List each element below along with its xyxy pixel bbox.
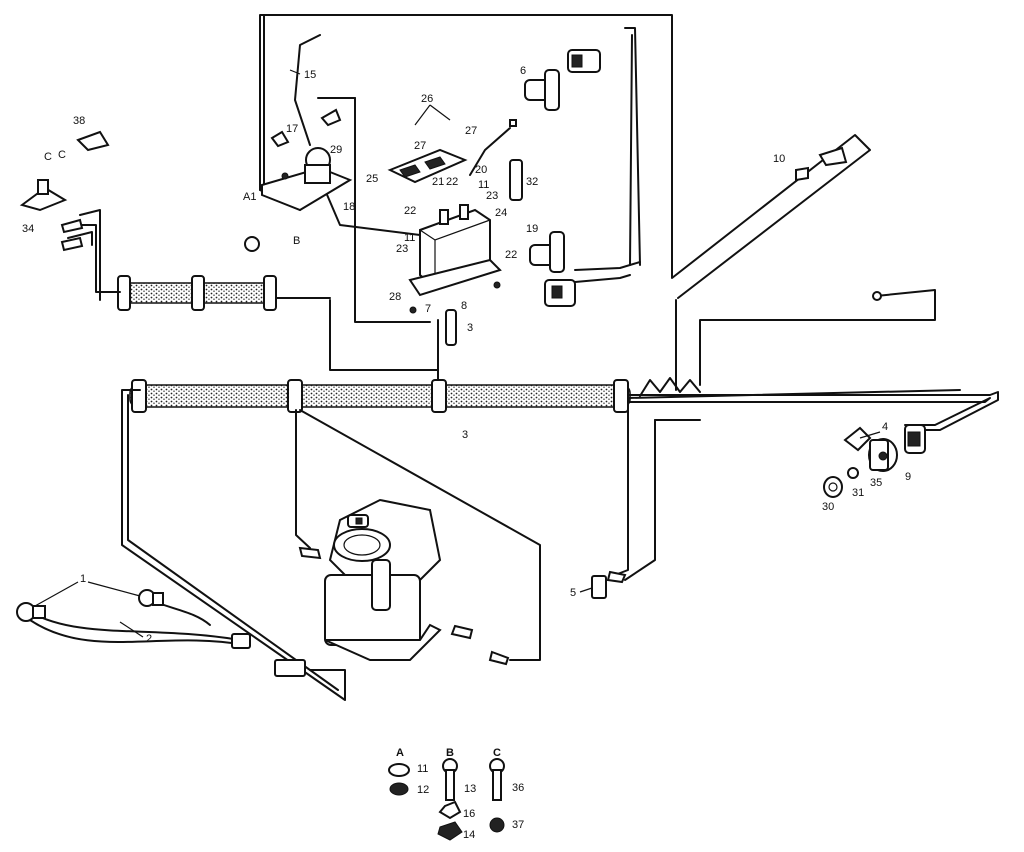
label-11a: 11	[478, 179, 489, 191]
main-harness	[129, 379, 631, 413]
label-9: 9	[905, 471, 911, 483]
label-8: 8	[461, 300, 467, 312]
part-labels: 1 2 3 3 4 5 6 7 8 9 10 11 11 11 12 13 14…	[22, 65, 911, 841]
leader-lines	[34, 69, 881, 638]
label-10: 10	[773, 153, 785, 165]
label-29: 29	[330, 144, 342, 156]
label-27a: 27	[414, 140, 426, 152]
label-C2: C	[58, 149, 66, 161]
label-2: 2	[146, 633, 152, 645]
small-terminals	[19, 108, 882, 666]
label-26: 26	[421, 93, 433, 105]
upper-left-harness	[117, 275, 277, 311]
ignition-switch	[823, 424, 926, 498]
label-A1: A1	[243, 191, 256, 203]
legend-title-b: B	[446, 747, 454, 759]
label-25: 25	[366, 173, 378, 185]
label-27b: 27	[465, 125, 477, 137]
label-1: 1	[80, 573, 86, 585]
label-22b: 22	[404, 205, 416, 217]
label-legend-36: 36	[512, 782, 524, 794]
label-3b: 3	[462, 429, 468, 441]
label-7: 7	[425, 303, 431, 315]
label-6: 6	[520, 65, 526, 77]
engine	[324, 498, 442, 661]
legend-title-c: C	[493, 747, 501, 759]
label-21: 21	[432, 176, 444, 188]
label-11b: 11	[404, 232, 415, 244]
label-C1: C	[44, 151, 52, 163]
label-34: 34	[22, 223, 34, 235]
label-B: B	[293, 235, 300, 247]
label-22c: 22	[505, 249, 517, 261]
label-legend-37: 37	[512, 819, 524, 831]
label-4: 4	[882, 421, 888, 433]
label-18: 18	[343, 201, 355, 213]
label-legend-11: 11	[417, 763, 428, 775]
hardware-legend	[388, 758, 505, 841]
label-3a: 3	[467, 322, 473, 334]
headlamps	[16, 589, 306, 677]
label-legend-16: 16	[463, 808, 475, 820]
relay-6	[524, 49, 601, 111]
battery-holddown	[387, 148, 468, 184]
label-5: 5	[570, 587, 576, 599]
label-20: 20	[475, 164, 487, 176]
label-28: 28	[389, 291, 401, 303]
label-30: 30	[822, 501, 834, 513]
label-legend-13: 13	[464, 783, 476, 795]
label-24: 24	[495, 207, 507, 219]
label-17: 17	[286, 123, 298, 135]
label-23b: 23	[486, 190, 498, 202]
label-15: 15	[304, 69, 316, 81]
label-19: 19	[526, 223, 538, 235]
legend-title-a: A	[396, 747, 404, 759]
label-32: 32	[526, 176, 538, 188]
label-23a: 23	[396, 243, 408, 255]
label-legend-14: 14	[463, 829, 475, 841]
battery	[408, 204, 502, 297]
label-legend-12: 12	[417, 784, 429, 796]
label-35: 35	[870, 477, 882, 489]
solenoid-bracket	[261, 147, 353, 212]
label-38: 38	[73, 115, 85, 127]
relay-19	[529, 231, 576, 307]
label-22a: 22	[446, 176, 458, 188]
label-31: 31	[852, 487, 864, 499]
wiring-lines	[29, 14, 999, 701]
